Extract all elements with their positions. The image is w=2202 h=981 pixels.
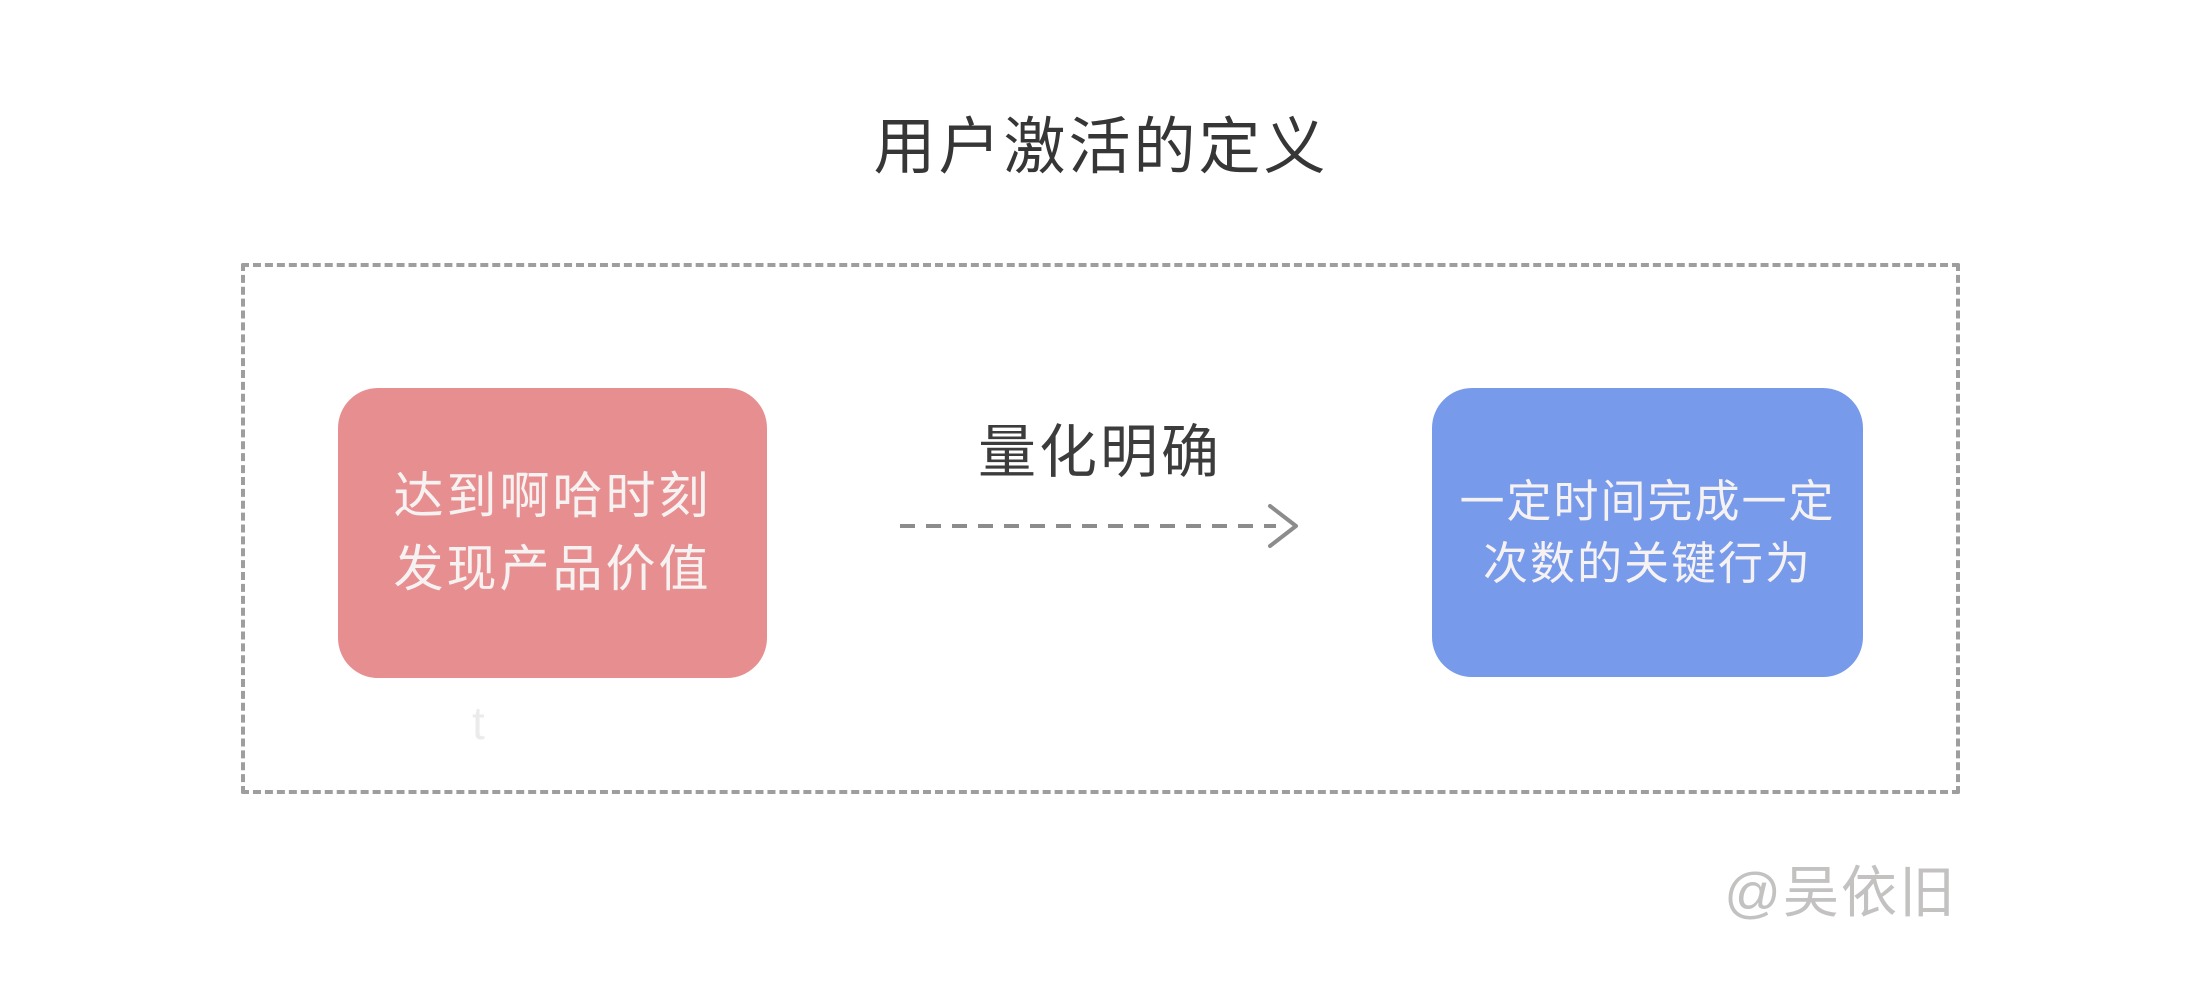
page-title: 用户激活的定义 [873,113,1329,182]
key-behavior-box: 一定时间完成一定 次数的关键行为 [1432,388,1863,677]
key-behavior-box-line-1: 一定时间完成一定 [1459,475,1836,527]
watermark: @吴依旧 [1724,861,1957,924]
arrow-label: 量化明确 [977,420,1222,485]
definition-container [241,263,1960,794]
dashed-arrow-icon [900,504,1298,548]
key-behavior-box-line-2: 次数的关键行为 [1482,537,1812,589]
aha-moment-box-line-2: 发现产品价值 [393,541,712,597]
stray-text: t [472,697,485,749]
aha-moment-box: 达到啊哈时刻 发现产品价值 [338,388,767,678]
aha-moment-box-line-1: 达到啊哈时刻 [393,468,712,524]
